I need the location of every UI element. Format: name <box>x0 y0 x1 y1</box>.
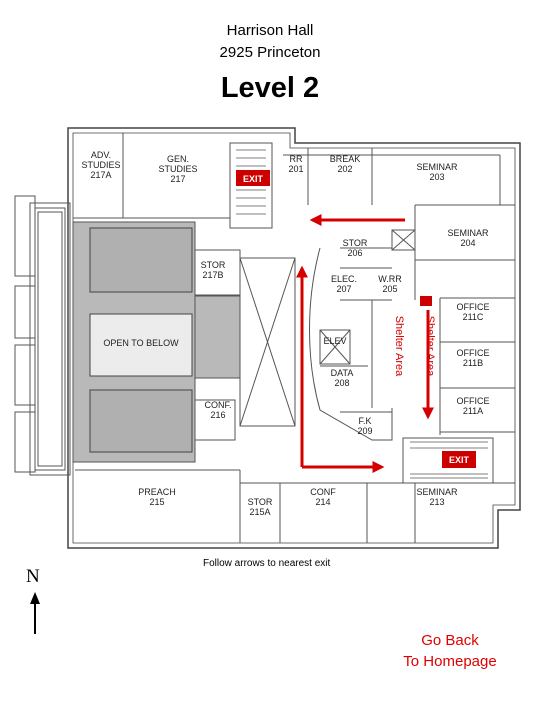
exit-instruction: Follow arrows to nearest exit <box>203 558 331 569</box>
building-address: 2925 Princeton <box>219 44 321 61</box>
exit-marker <box>420 296 432 306</box>
svg-text:EXIT: EXIT <box>449 455 470 465</box>
exit-sign-south: EXIT <box>442 451 476 468</box>
back-link-line-1: Go Back <box>421 632 479 649</box>
building-name: Harrison Hall <box>226 22 314 39</box>
elevator-label: ELEV <box>323 336 346 346</box>
shelter-area-label-west: Shelter Area <box>393 316 405 377</box>
svg-text:EXIT: EXIT <box>243 174 264 184</box>
exit-sign-north: EXIT <box>236 170 270 186</box>
north-label: N <box>26 566 40 587</box>
north-arrow-icon <box>30 592 40 634</box>
room-216-label: CONF.216 <box>205 400 232 420</box>
room-207-label: ELEC.207 <box>331 274 357 294</box>
back-to-homepage-link[interactable]: Go Back To Homepage <box>390 630 510 672</box>
level-title: Level 2 <box>220 72 320 104</box>
evacuation-arrows <box>296 214 434 473</box>
back-link-line-2: To Homepage <box>403 653 497 670</box>
west-wing <box>14 195 71 476</box>
open-to-below-area <box>72 221 241 463</box>
interior-walls <box>73 133 515 543</box>
building-walls <box>67 127 521 549</box>
shelter-area-label-east: Shelter Area <box>424 316 436 377</box>
open-to-below-label: OPEN TO BELOW <box>103 338 179 348</box>
